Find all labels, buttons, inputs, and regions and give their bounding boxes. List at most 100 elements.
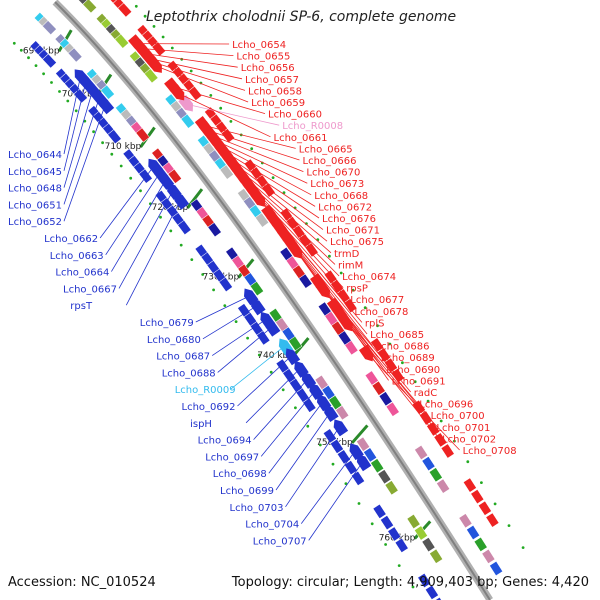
feature-block <box>406 513 421 530</box>
reverse-gene-label[interactable]: Lcho_0694 <box>198 436 252 447</box>
tick-dot <box>521 546 525 549</box>
tick-dot <box>376 324 379 328</box>
tick-dot <box>34 64 38 67</box>
forward-gene-label[interactable]: Lcho_0655 <box>236 52 290 63</box>
reverse-gene-label[interactable]: Lcho_0663 <box>50 251 104 262</box>
feature-block <box>322 428 337 444</box>
forward-gene-label[interactable]: Lcho_0670 <box>306 168 360 179</box>
tick-dot <box>170 46 174 50</box>
tick-dot <box>119 164 123 168</box>
forward-gene-label[interactable]: Lcho_0656 <box>241 63 295 74</box>
reverse-gene-label[interactable]: Lcho_0699 <box>220 486 274 497</box>
reverse-gene-label[interactable]: Lcho_0707 <box>253 536 307 547</box>
forward-gene-label[interactable]: rimM <box>338 260 363 271</box>
forward-gene-label[interactable]: Lcho_0677 <box>350 295 404 306</box>
forward-gene-leader <box>155 65 249 103</box>
reverse-gene-leader <box>105 172 161 256</box>
forward-gene-label[interactable]: Lcho_0686 <box>376 342 430 353</box>
forward-gene-label[interactable]: Lcho_0671 <box>326 226 380 237</box>
reverse-gene-arrow <box>356 454 372 472</box>
reverse-gene-label[interactable]: Lcho_0667 <box>63 284 117 295</box>
reverse-gene-leader <box>195 295 250 323</box>
reverse-gene-label[interactable]: Lcho_0651 <box>8 200 62 211</box>
forward-gene-label[interactable]: Lcho_0675 <box>330 237 384 248</box>
reverse-gene-label[interactable]: Lcho_0652 <box>8 217 62 228</box>
reverse-gene-label[interactable]: rpsT <box>70 301 93 312</box>
forward-gene-label[interactable]: Lcho_0673 <box>310 179 364 190</box>
forward-gene-label[interactable]: rpsP <box>346 284 368 295</box>
forward-gene-label[interactable]: rplS <box>365 318 385 329</box>
forward-gene-leader <box>187 104 280 126</box>
forward-gene-label[interactable]: Lcho_0660 <box>268 110 322 121</box>
reverse-gene-label[interactable]: Lcho_0704 <box>245 520 299 531</box>
feature-block <box>385 401 400 417</box>
reverse-gene-label[interactable]: Lcho_0664 <box>55 268 109 279</box>
forward-gene-label[interactable]: Lcho_0696 <box>419 400 473 411</box>
forward-gene-label[interactable]: Lcho_0689 <box>381 353 435 364</box>
reverse-gene-label[interactable]: Lcho_0687 <box>156 352 210 363</box>
feature-block <box>207 222 222 238</box>
forward-gene-label[interactable]: Lcho_0672 <box>318 202 372 213</box>
forward-gene-label[interactable]: Lcho_0691 <box>392 376 446 387</box>
forward-gene-label[interactable]: trmD <box>334 249 360 260</box>
feature-block <box>432 596 447 600</box>
reverse-gene-label[interactable]: Lcho_0703 <box>230 503 284 514</box>
feature-block <box>343 298 358 314</box>
forward-gene-label[interactable]: Lcho_0654 <box>232 40 286 51</box>
reverse-gene-label[interactable]: Lcho_0679 <box>140 318 194 329</box>
forward-gene-leader <box>219 145 312 196</box>
forward-gene-label[interactable]: Lcho_0700 <box>431 411 485 422</box>
tick-dot <box>318 443 322 447</box>
forward-gene-label[interactable]: Lcho_R0008 <box>282 121 343 132</box>
feature-block <box>344 340 359 356</box>
tick-dot <box>257 353 261 357</box>
tick-dot <box>439 419 443 423</box>
feature-block <box>378 391 393 407</box>
reverse-gene-label[interactable]: Lcho_R0009 <box>175 385 236 396</box>
reverse-gene-arrow <box>324 405 339 423</box>
forward-gene-label[interactable]: Lcho_0659 <box>251 98 305 109</box>
reverse-gene-label[interactable]: Lcho_0648 <box>8 184 62 195</box>
forward-gene-label[interactable]: Lcho_0676 <box>322 214 376 225</box>
tick-dot <box>159 215 162 219</box>
forward-gene-label[interactable]: Lcho_0702 <box>442 434 496 445</box>
reverse-gene-leader <box>285 426 340 508</box>
tick-dot <box>357 502 361 505</box>
feature-block <box>335 405 350 421</box>
tick-dot <box>234 320 238 323</box>
reverse-gene-label[interactable]: Lcho_0697 <box>205 452 259 463</box>
forward-gene-label[interactable]: Lcho_0708 <box>463 446 517 457</box>
forward-gene-label[interactable]: radC <box>414 388 438 399</box>
reverse-gene-label[interactable]: ispH <box>190 419 212 430</box>
forward-gene-label[interactable]: Lcho_0668 <box>314 191 368 202</box>
tick-dot <box>27 56 30 60</box>
feature-block <box>356 436 371 452</box>
forward-gene-label[interactable]: Lcho_0666 <box>303 156 357 167</box>
reverse-gene-label[interactable]: Lcho_0692 <box>182 402 236 413</box>
forward-gene-label[interactable]: Lcho_0658 <box>248 86 302 97</box>
reverse-gene-label[interactable]: Lcho_0644 <box>8 150 62 161</box>
forward-gene-label[interactable]: Lcho_0665 <box>299 144 353 155</box>
forward-gene-label[interactable]: Lcho_0674 <box>342 272 396 283</box>
feature-block <box>100 84 115 100</box>
reverse-gene-label[interactable]: Lcho_0698 <box>213 469 267 480</box>
reverse-gene-label[interactable]: Lcho_0688 <box>162 368 216 379</box>
reverse-gene-label[interactable]: Lcho_0645 <box>8 167 62 178</box>
tick-dot <box>339 271 343 275</box>
forward-gene-label[interactable]: Lcho_0678 <box>354 307 408 318</box>
tick-dot <box>480 481 483 484</box>
reverse-gene-label[interactable]: Lcho_0680 <box>147 335 201 346</box>
forward-gene-label[interactable]: Lcho_0661 <box>274 133 328 144</box>
forward-gene-label[interactable]: Lcho_0701 <box>436 423 490 434</box>
feature-block <box>440 443 455 459</box>
reverse-gene-leader <box>118 190 174 289</box>
forward-gene-label[interactable]: Lcho_0690 <box>386 365 440 376</box>
reverse-gene-label[interactable]: Lcho_0662 <box>44 234 98 245</box>
forward-gene-label[interactable]: Lcho_0685 <box>370 330 424 341</box>
feature-block <box>249 281 264 297</box>
forward-gene-label[interactable]: Lcho_0657 <box>245 75 299 86</box>
tick-dot <box>201 273 205 276</box>
tick-dot <box>58 90 61 93</box>
forward-gene-leader <box>215 140 308 184</box>
